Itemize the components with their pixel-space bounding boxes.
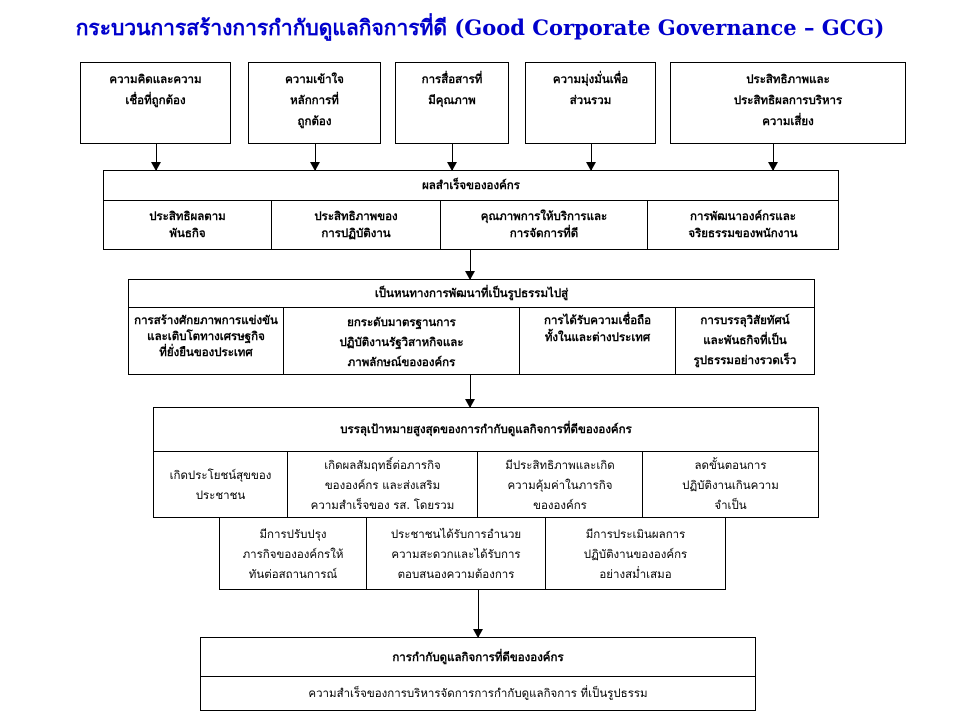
final-header: การกำกับดูแลกิจการที่ดีขององค์กร	[200, 637, 756, 677]
goal-item: เกิดประโยชน์สุขของ ประชาชน	[153, 451, 288, 518]
input-box-understanding: ความเข้าใจ หลักการที่ ถูกต้อง	[248, 62, 381, 144]
goal-header: บรรลุเป้าหมายสูงสุดของการกำกับดูแลกิจการ…	[153, 407, 819, 452]
arrow-down-icon	[768, 144, 778, 171]
goal-item: เกิดผลสัมฤทธิ์ต่อภารกิจ ขององค์กร และส่ง…	[287, 451, 478, 518]
path-item: การได้รับความเชื่อถือ ทั้งในและต่างประเท…	[519, 307, 676, 375]
goal-item: มีประสิทธิภาพและเกิด ความคุ้มค่าในภารกิจ…	[477, 451, 643, 518]
input-box-communication: การสื่อสารที่ มีคุณภาพ	[395, 62, 509, 144]
goal-item: ลดขั้นตอนการ ปฏิบัติงานเกินความ จำเป็น	[642, 451, 819, 518]
path-item: การบรรลุวิสัยทัศน์ และพันธกิจที่เป็น รูป…	[675, 307, 815, 375]
arrow-down-icon	[473, 590, 483, 638]
path-item: ยกระดับมาตรฐานการ ปฏิบัติงานรัฐวิสาหกิจแ…	[283, 307, 520, 375]
arrow-down-icon	[586, 144, 596, 171]
arrow-down-icon	[465, 250, 475, 280]
final-subtitle: ความสำเร็จของการบริหารจัดการการกำกับดูแล…	[200, 676, 756, 711]
success-header: ผลสำเร็จขององค์กร	[103, 170, 839, 201]
path-item: การสร้างศักยภาพการแข่งขัน และเติบโตทางเศ…	[128, 307, 284, 375]
goal-item: มีการปรับปรุง ภารกิจขององค์กรให้ ทันต่อส…	[219, 517, 367, 590]
input-box-risk-management: ประสิทธิภาพและ ประสิทธิผลการบริหาร ความเ…	[670, 62, 906, 144]
path-header: เป็นหนทางการพัฒนาที่เป็นรูปธรรมไปสู่	[128, 279, 815, 308]
success-item: ประสิทธิผลตาม พันธกิจ	[103, 200, 272, 250]
success-item: การพัฒนาองค์กรและ จริยธรรมของพนักงาน	[647, 200, 839, 250]
goal-item: ประชาชนได้รับการอำนวย ความสะดวกและได้รับ…	[366, 517, 546, 590]
arrow-down-icon	[465, 375, 475, 408]
arrow-down-icon	[310, 144, 320, 171]
success-item: ประสิทธิภาพของ การปฏิบัติงาน	[271, 200, 441, 250]
arrow-down-icon	[151, 144, 161, 171]
input-box-beliefs: ความคิดและความ เชื่อที่ถูกต้อง	[80, 62, 231, 144]
arrow-down-icon	[447, 144, 457, 171]
goal-item: มีการประเมินผลการ ปฏิบัติงานขององค์กร อย…	[545, 517, 726, 590]
success-item: คุณภาพการให้บริการและ การจัดการที่ดี	[440, 200, 648, 250]
input-box-commitment: ความมุ่งมั่นเพื่อ ส่วนรวม	[525, 62, 656, 144]
page-title: กระบวนการสร้างการกำกับดูแลกิจการที่ดี (G…	[75, 15, 885, 40]
